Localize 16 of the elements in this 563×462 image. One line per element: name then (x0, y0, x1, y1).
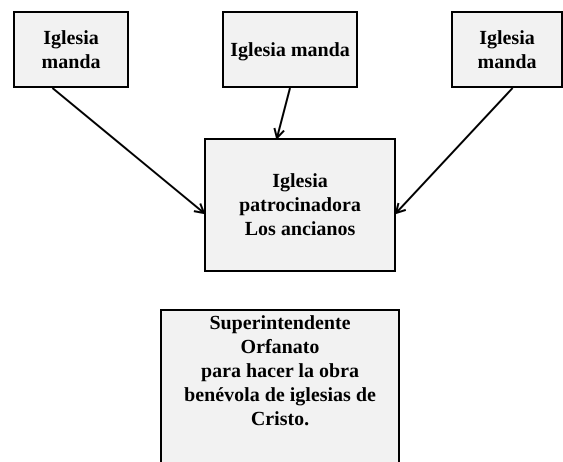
box-text: Los ancianos (244, 217, 356, 241)
box-text: Orfanato (240, 335, 320, 359)
text-box (451, 11, 563, 88)
text-box (160, 309, 400, 462)
text-box (204, 138, 396, 272)
box-text: Iglesia manda (230, 38, 350, 62)
box-text: para hacer la obra benévola de iglesias de Cristo. (183, 359, 377, 431)
box-text: Iglesia patrocinadora (238, 169, 362, 217)
text-box (13, 11, 129, 88)
text-box (222, 11, 358, 88)
box-text: Iglesia manda (476, 26, 538, 74)
box-text: Iglesia manda (40, 26, 102, 74)
arrow (395, 87, 514, 214)
arrow (273, 88, 291, 139)
arrow (52, 87, 205, 214)
box-text: Superintendente (209, 311, 351, 335)
